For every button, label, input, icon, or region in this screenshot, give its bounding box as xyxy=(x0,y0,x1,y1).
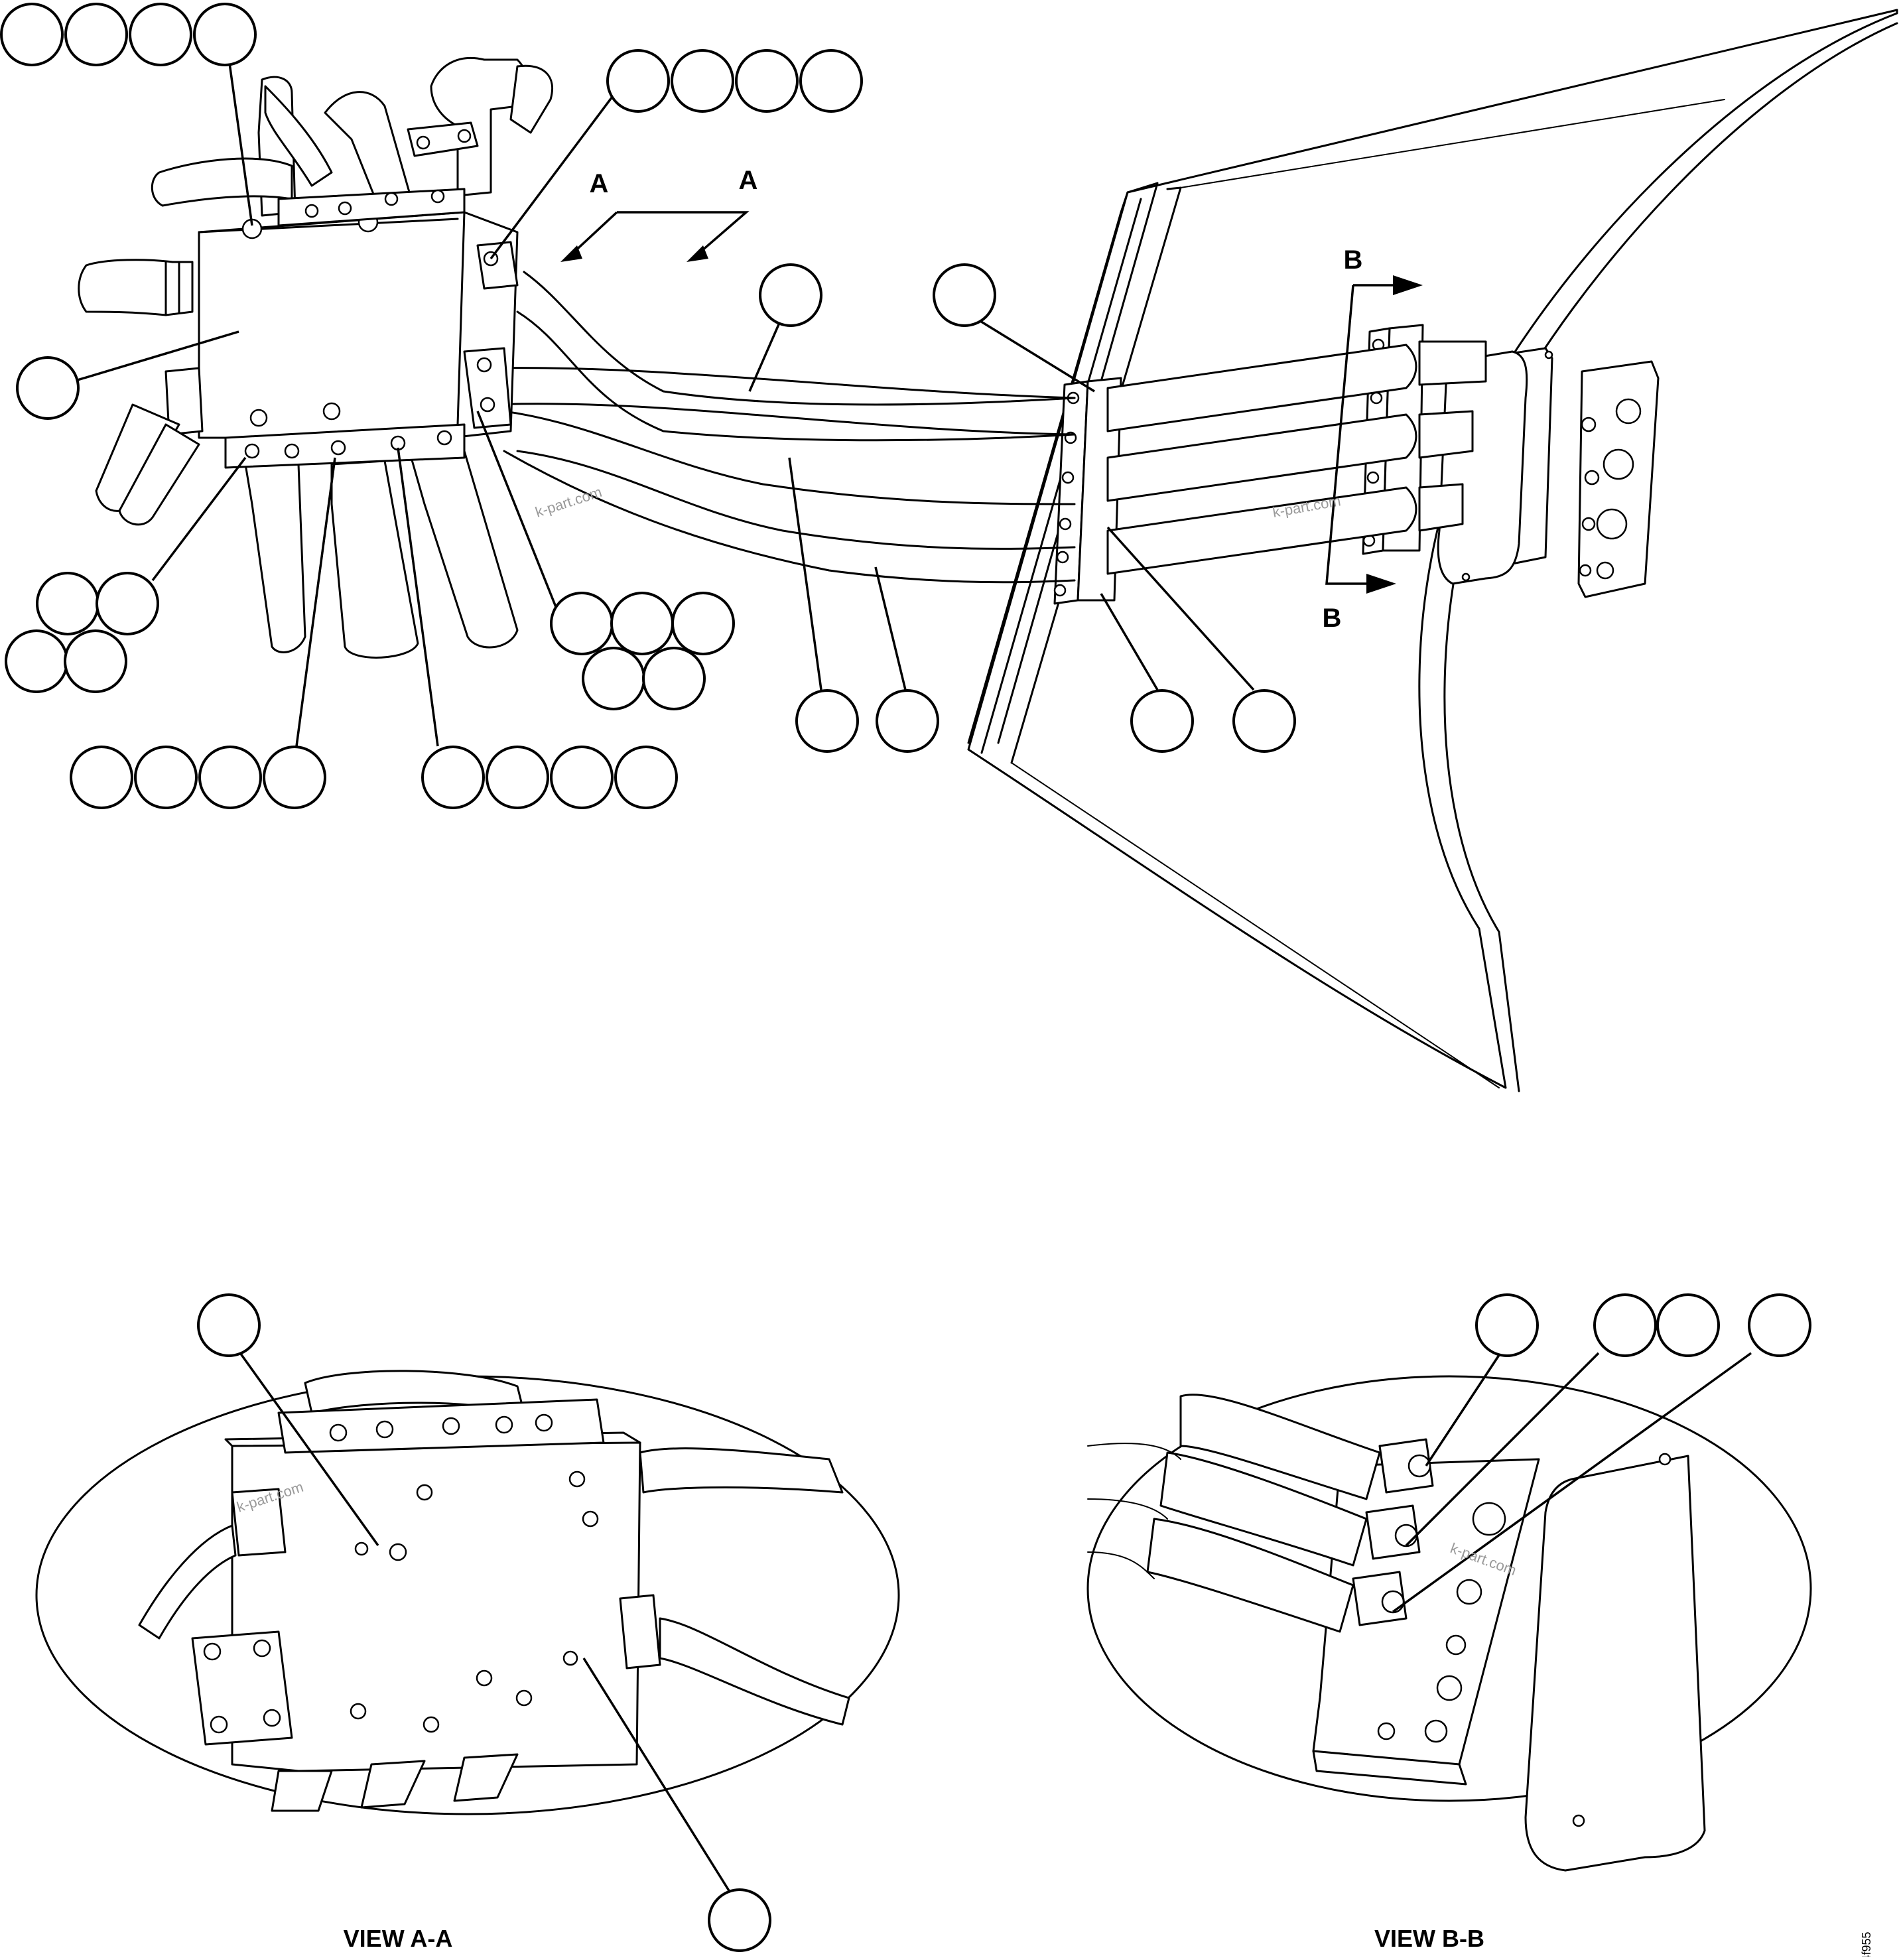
bulkhead-port-plate xyxy=(1437,347,1660,598)
watermark-1: k-part.com xyxy=(533,484,604,521)
section-label-a-right: A xyxy=(739,166,758,195)
section-b-arrows: B B xyxy=(1323,245,1423,633)
section-label-a-left: A xyxy=(590,169,609,198)
main-view: A A B B xyxy=(0,3,1898,1092)
leader-lines xyxy=(66,58,1255,747)
section-label-b-bottom: B xyxy=(1323,604,1342,633)
view-a-a: k-part.com VIEW A-A xyxy=(35,1293,900,1952)
flexible-hoses xyxy=(490,271,1076,584)
left-hose xyxy=(78,259,194,316)
view-b-caption: VIEW B-B xyxy=(1374,1925,1484,1952)
callout-balloons-main xyxy=(0,3,1296,809)
section-label-b-top: B xyxy=(1344,245,1363,275)
view-b-b: k-part.com VIEW B-B xyxy=(1086,1293,1812,1952)
control-valve-block xyxy=(164,198,519,439)
lower-hoses xyxy=(95,403,519,659)
section-a-arrows: A A xyxy=(560,166,757,262)
view-a-caption: VIEW A-A xyxy=(344,1925,453,1952)
drawing-code: 4f955 xyxy=(1860,1931,1873,1957)
upper-hoses xyxy=(151,56,554,227)
